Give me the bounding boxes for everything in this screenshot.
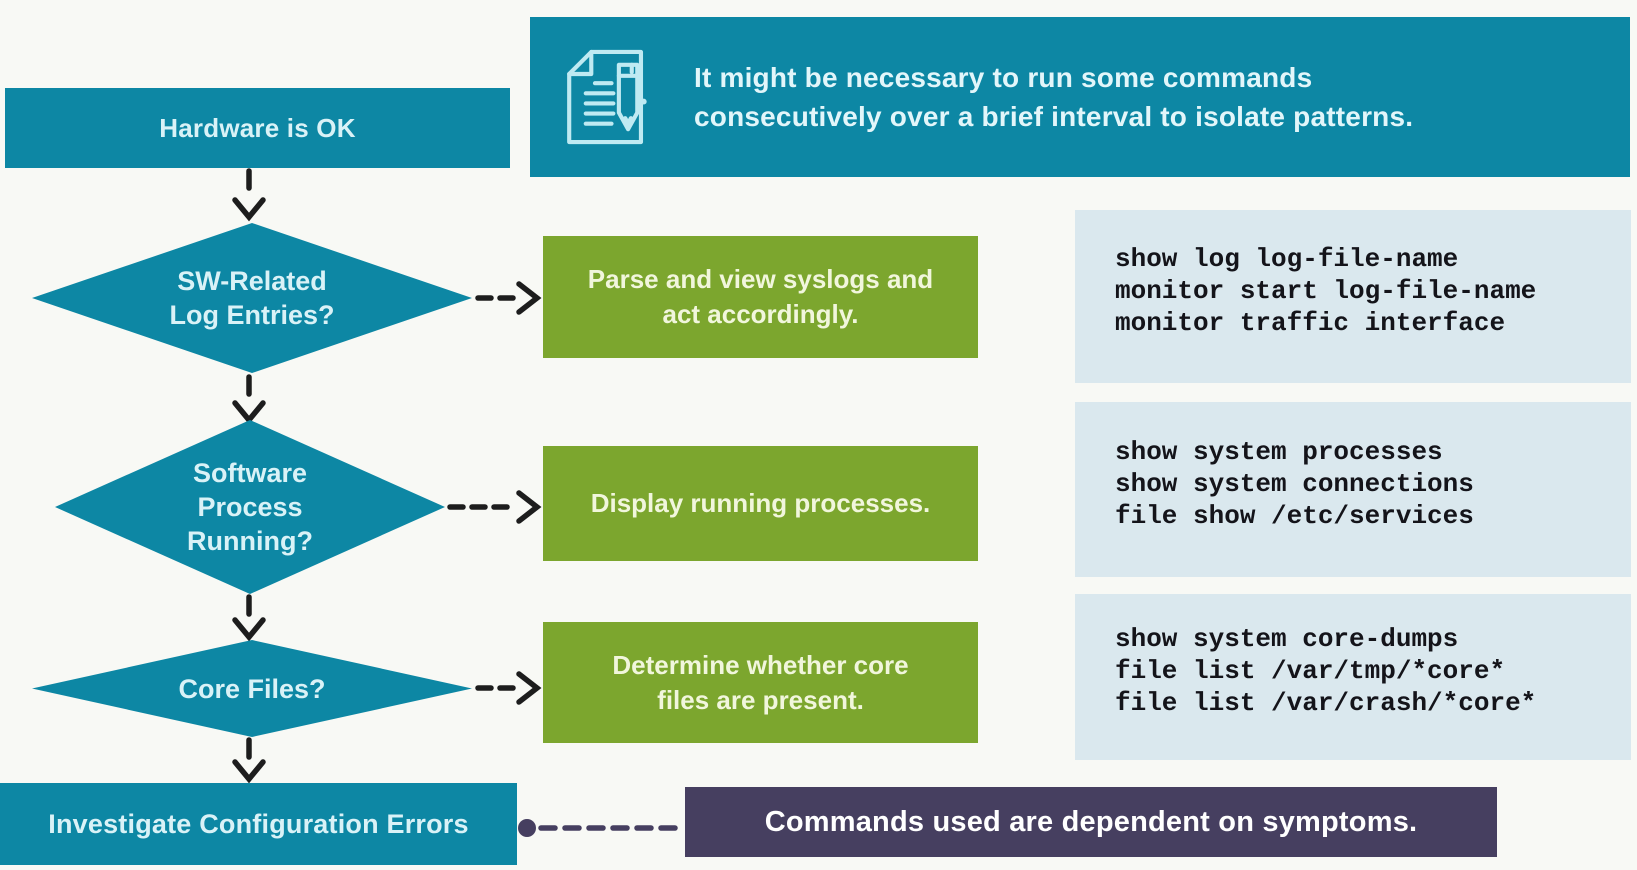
action1-line1: Parse and view syslogs and [587,264,934,294]
end-node-label: Investigate Configuration Errors [48,808,469,839]
note-banner: It might be necessary to run some comman… [530,17,1630,177]
command-line: monitor start log-file-name [1115,275,1537,306]
arrow-decision1-to-action1 [475,281,542,315]
command-line: monitor traffic interface [1115,307,1506,338]
note-banner-line1: It might be necessary to run some comman… [694,62,1313,93]
symptom-note: Commands used are dependent on symptoms. [685,787,1497,857]
decision1-line2: Log Entries? [169,300,335,330]
arrow-decision1-to-decision2 [232,374,266,425]
document-pencil-icon [567,49,647,145]
action2-line1: Display running processes. [590,488,931,518]
arrow-decision2-to-decision3 [232,594,266,642]
command-line: file list /var/crash/*core* [1115,688,1537,718]
command-line: show log log-file-name [1115,243,1459,274]
start-node-label: Hardware is OK [159,112,356,143]
decision3-line1: Core Files? [178,673,326,704]
action-determine-core-files: Determine whether core files are present… [543,622,978,743]
action1-line2: act accordingly. [662,299,859,329]
decision-software-process-running: Software Process Running? [55,420,445,594]
command-line: file list /var/tmp/*core* [1115,656,1506,686]
decision-sw-related-log-entries: SW-Related Log Entries? [32,223,472,373]
decision1-line1: SW-Related [177,266,327,296]
action3-line2: files are present. [657,684,864,715]
arrow-decision2-to-action2 [447,490,542,524]
command-line: show system connections [1115,468,1474,499]
connector-dot [518,819,536,837]
commands-log-entries: show log log-file-name monitor start log… [1075,210,1631,383]
command-line: show system processes [1115,436,1443,467]
note-banner-text: It might be necessary to run some comman… [694,58,1413,136]
decision2-line2: Process [197,492,303,522]
decision2-line3: Running? [187,526,313,556]
action-parse-syslogs: Parse and view syslogs and act according… [543,236,978,358]
commands-core-files: show system core-dumps file list /var/tm… [1075,594,1631,760]
arrow-start-to-decision1 [232,168,266,222]
arrow-decision3-to-action3 [475,671,542,705]
end-node-investigate-configuration-errors: Investigate Configuration Errors [0,783,517,865]
arrow-decision3-to-end [232,737,266,784]
command-line: file show /etc/services [1115,500,1474,531]
decision2-line1: Software [192,458,308,488]
commands-processes: show system processes show system connec… [1075,402,1631,577]
decision-core-files: Core Files? [32,640,472,737]
start-node-hardware-ok: Hardware is OK [5,88,510,168]
symptom-note-label: Commands used are dependent on symptoms. [764,805,1418,838]
connector-end-to-symptom-note [518,819,686,837]
command-line: show system core-dumps [1115,624,1459,654]
note-banner-line2: consecutively over a brief interval to i… [694,101,1414,132]
action3-line1: Determine whether core [612,649,909,680]
action-display-processes: Display running processes. [543,446,978,561]
